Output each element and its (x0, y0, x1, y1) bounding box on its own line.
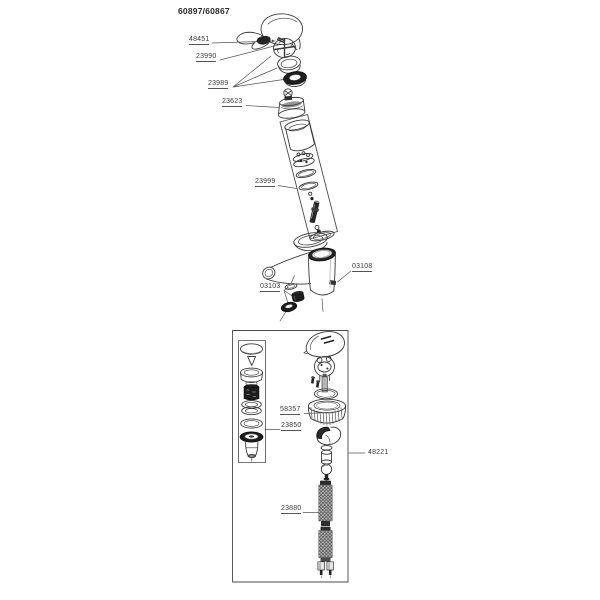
hose-drawing (317, 480, 334, 579)
oring-drawing (313, 388, 339, 400)
part-label-drain-set: 23850 (281, 422, 302, 431)
spout-set-parts-drawing (284, 119, 335, 242)
part-label-aerator-set: 03103 (260, 283, 281, 292)
fixing-screws-drawing (310, 373, 328, 393)
handle-drawing (236, 13, 303, 50)
part-label-body-plug: 03108 (352, 263, 373, 272)
cap-knob-drawing (273, 38, 296, 58)
base-plate-drawing (303, 331, 345, 358)
part-label-handle-screw: 48451 (189, 36, 210, 45)
body-plug-drawing (329, 280, 337, 286)
connector-parts-drawing (320, 445, 333, 481)
part-label-cap-set: 23989 (208, 80, 229, 89)
part-label-handle: 23990 (196, 53, 217, 62)
part-label-hose: 23880 (281, 505, 302, 514)
diagram-title: 60897/60867 (178, 6, 230, 16)
retaining-clip-drawing (316, 426, 342, 446)
cartridge-drawing (278, 88, 306, 119)
escutcheon-ring-drawing (293, 232, 328, 252)
part-label-mounting-nut: 58357 (280, 406, 301, 415)
part-label-cartridge: 23623 (222, 98, 243, 107)
mounting-nut-drawing (307, 398, 347, 426)
ring-drawing (283, 71, 307, 87)
part-label-spout-set: 23999 (255, 178, 276, 187)
aerator-set-drawing (279, 275, 305, 322)
drain-set-drawing (239, 343, 264, 462)
part-label-connection-unit: 48221 (368, 449, 389, 456)
leader-lines (211, 39, 366, 513)
spout-set-box (279, 114, 338, 240)
connection-unit-box (232, 330, 349, 583)
faucet-body-drawing (262, 247, 336, 312)
